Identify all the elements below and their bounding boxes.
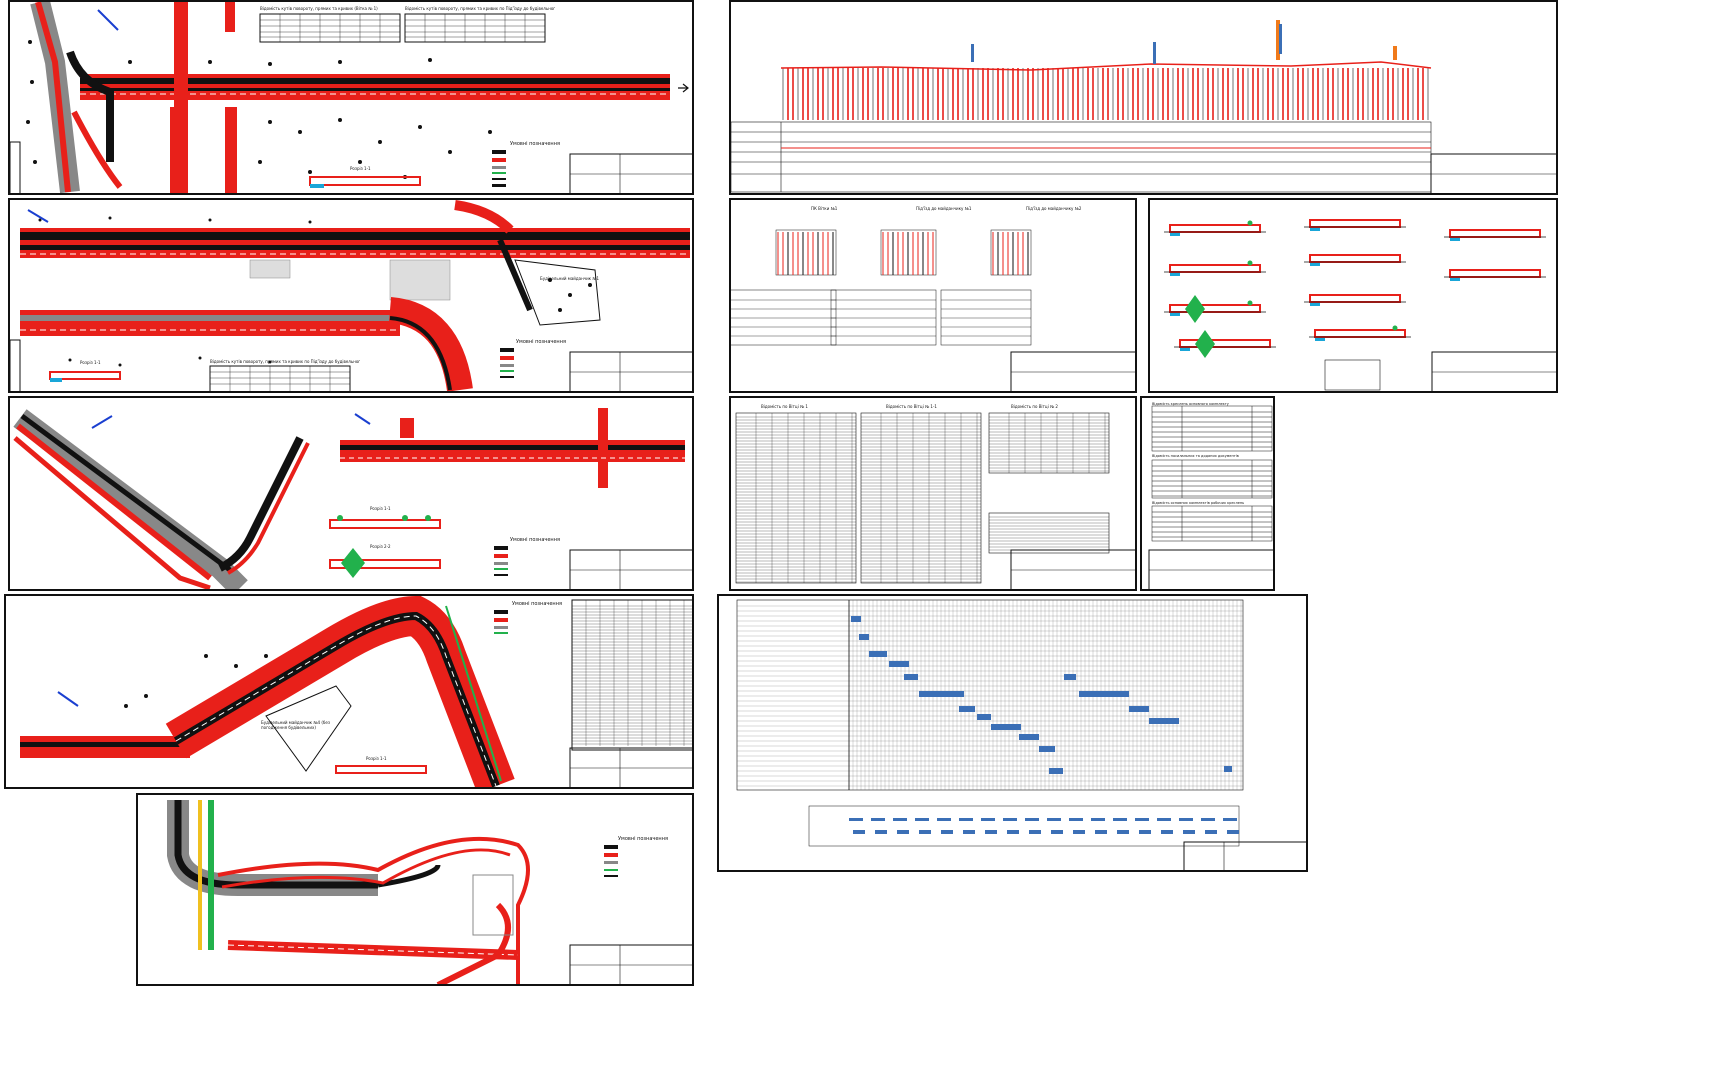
index-title-2: Відомість посилальних та доданих докумен… [1152, 454, 1239, 458]
title-block [569, 351, 692, 391]
table-title-1: Відомість по Вітці № 1 [761, 404, 808, 409]
sheet-index: Відомість креслень основного комплекту В… [1140, 396, 1275, 591]
section-label: Розріз 1-1 [350, 166, 371, 171]
sheet-title: Відомість кутів повороту, прямих та крив… [210, 359, 360, 364]
curve-table [209, 365, 351, 391]
index-tables [1148, 405, 1273, 589]
plan-sheet-5: Умовні позначення [136, 793, 694, 986]
plan-drawing-5 [167, 800, 692, 984]
plan-drawing-4 [20, 596, 692, 787]
index-title-3: Відомість основних комплектів робочих кр… [1152, 501, 1245, 505]
legend-title: Умовні позначення [510, 537, 560, 543]
sheet-title-2: Відомість кутів повороту, прямих та крив… [405, 6, 555, 11]
section-label-2: Розріз 2-2 [370, 544, 391, 549]
plan-sheet-3: Умовні позначення Розріз 1-1 Розріз 2-2 [8, 396, 694, 591]
tree-symbols [26, 40, 492, 179]
legend-title: Умовні позначення [510, 141, 560, 147]
legend-title: Умовні позначення [516, 339, 566, 345]
curve-table-1 [259, 13, 401, 43]
title-block [1148, 549, 1273, 589]
legend [492, 150, 506, 187]
profile-title-1: ПК Вітки №1 [811, 206, 838, 211]
small-profiles-sheet: ПК Вітки №1 Під'їзд до майданчику №1 Під… [729, 198, 1137, 393]
north-arrow-icon [91, 415, 113, 429]
site-note: Будівельний майданчик №4 (без погодження… [261, 720, 330, 730]
table-title-2: Відомість по Вітці № 1-1 [886, 404, 937, 409]
title-block [1010, 351, 1135, 391]
title-block [1183, 841, 1306, 870]
plan-drawing-1 [10, 2, 692, 193]
plan-sheet-2: Відомість кутів повороту, прямих та крив… [8, 198, 694, 393]
cross-sections-sheet [1148, 198, 1558, 393]
section-label-1: Розріз 1-1 [370, 506, 391, 511]
legend-title: Умовні позначення [618, 836, 668, 842]
title-block [1431, 351, 1556, 391]
gantt-sheet [717, 594, 1308, 872]
sheet-title: Відомість кутів повороту, прямих та крив… [260, 6, 378, 11]
title-block [569, 153, 692, 193]
table-title-3: Відомість по Вітці № 2 [1011, 404, 1058, 409]
section-label: Розріз 1-1 [366, 756, 387, 761]
plan-drawing-2 [10, 200, 692, 391]
curve-table-2 [404, 13, 546, 43]
longitudinal-profile [731, 20, 1556, 193]
small-profiles [731, 229, 1135, 391]
section-label: Розріз 1-1 [80, 360, 101, 365]
index-title-1: Відомість креслень основного комплекту [1152, 402, 1229, 406]
title-block [1430, 153, 1556, 193]
plan-sheet-1: Відомість кутів повороту, прямих та крив… [8, 0, 694, 195]
schedule-chart [736, 599, 1306, 870]
title-block [1010, 549, 1135, 589]
profile-sheet [729, 0, 1558, 195]
cross-sections [1164, 219, 1556, 391]
tables-sheet: Відомість по Вітці № 1 Відомість по Вітц… [729, 396, 1137, 591]
north-arrow-icon [57, 691, 79, 707]
title-block [569, 549, 692, 589]
site-note: Будівельний майданчик №1 [540, 276, 600, 281]
quantity-tables [735, 412, 1135, 589]
title-block [569, 944, 692, 984]
title-block [569, 747, 692, 787]
profile-title-2: Під'їзд до майданчику №1 [916, 206, 972, 211]
plan-drawing-3 [13, 408, 692, 589]
legend-title: Умовні позначення [512, 601, 562, 607]
profile-title-3: Під'їзд до майданчику №2 [1026, 206, 1082, 211]
north-arrow-icon [27, 209, 49, 223]
north-arrow-icon [97, 9, 119, 31]
plan-sheet-4: Умовні позначення Розріз 1-1 Будівельний… [4, 594, 694, 789]
